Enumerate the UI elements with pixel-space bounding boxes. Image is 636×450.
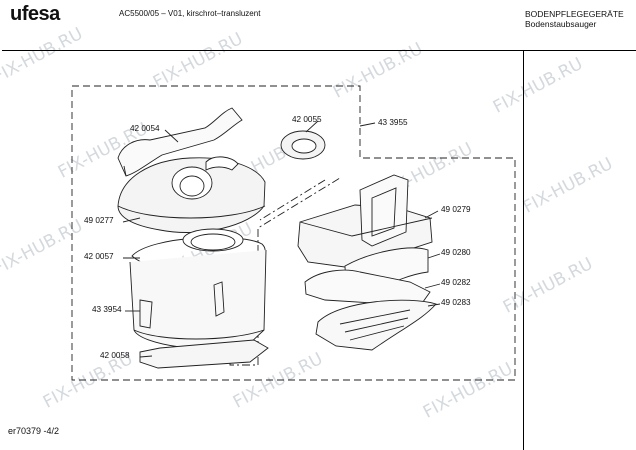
part-number-label: 42 0057 [84,252,114,261]
part-number-label: 42 0058 [100,351,130,360]
part-number-label: 49 0279 [441,205,471,214]
handle-part [117,107,243,177]
leader-line [424,210,439,219]
part-number-label: 49 0283 [441,298,471,307]
leader-line [427,253,441,259]
leader-line [424,283,441,289]
assembly-boundary [71,85,516,381]
leader-line [427,303,441,307]
part-number-label: 49 0282 [441,278,471,287]
subcategory-label: Bodenstaubsauger [525,19,597,29]
right-column-divider [523,51,524,450]
filter-group-line [229,177,341,366]
part-number-label: 49 0280 [441,248,471,257]
header-divider [2,50,636,51]
leader-line [139,355,153,358]
part-number-label: 42 0055 [292,115,322,124]
leader-line [122,217,141,223]
document-reference: er70379 -4/2 [8,426,60,436]
part-number-label: 43 3955 [378,118,408,127]
brand-logo: ufesa [10,3,60,25]
category-label: BODENPFLEGEGERÄTE [525,9,624,19]
model-title: AC5500/05 – V01, kirschrot–transluzent [119,9,261,18]
leader-line [359,122,376,127]
leader-line [305,120,319,133]
leader-line [164,129,179,143]
part-number-label: 43 3954 [92,305,122,314]
base-part [139,339,269,369]
container-part [129,249,267,350]
part-number-label: 42 0054 [130,124,160,133]
part-number-label: 49 0277 [84,216,114,225]
